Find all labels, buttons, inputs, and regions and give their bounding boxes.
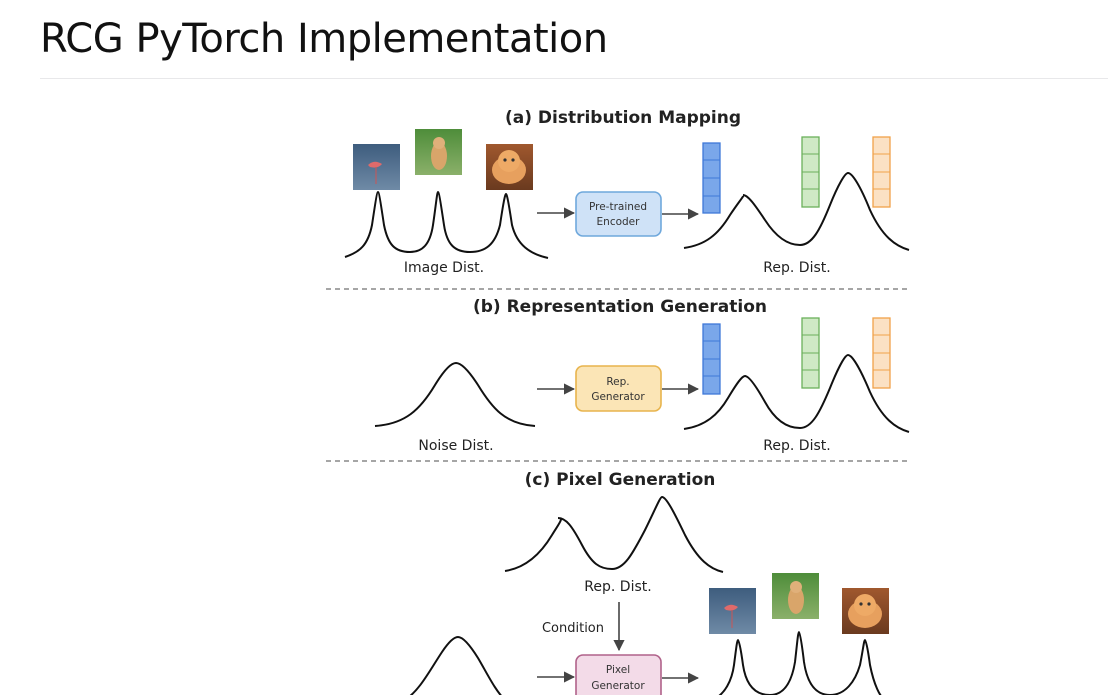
rep-distribution-curve-a [683,171,910,251]
rep-vector-orange [872,136,891,208]
rep-dist-label-b: Rep. Dist. [763,438,830,454]
thumbnail-flamingo [353,144,400,190]
rep-distribution-curve-b [683,353,910,433]
noise-distribution-curve [374,361,536,427]
rep-dist-label-c: Rep. Dist. [584,579,651,595]
svg-text:Generator: Generator [591,391,645,403]
rep-vector-green [801,136,820,208]
rep-dist-label-a: Rep. Dist. [763,260,830,276]
svg-text:Generator: Generator [591,680,645,692]
generated-image-distribution-curve [718,630,882,695]
rep-vector-blue-b [702,323,721,395]
svg-text:Encoder: Encoder [597,216,641,228]
svg-text:Pixel: Pixel [606,664,630,676]
svg-text:Rep.: Rep. [606,376,629,388]
generated-thumbnail-flamingo [709,588,756,634]
panel-b-heading: (b) Representation Generation [473,297,767,317]
rep-distribution-curve-c [504,495,724,573]
pretrained-encoder-box: Pre-trained Encoder [575,191,662,237]
svg-text:Pre-trained: Pre-trained [589,201,647,213]
thumbnail-kitten [486,144,533,190]
condition-label: Condition [542,621,604,636]
thumbnail-cat-standing [415,129,462,175]
rep-vector-green-b [801,317,820,389]
rep-generator-box: Rep. Generator [575,365,662,412]
title-divider [40,78,1108,79]
rep-vector-blue [702,142,721,214]
noise-dist-label: Noise Dist. [418,438,493,454]
image-distribution-curve [344,190,549,259]
panel-a-heading: (a) Distribution Mapping [505,108,741,128]
panel-c-heading: (c) Pixel Generation [525,470,716,490]
generated-thumbnail-cat-standing [772,573,819,619]
generated-thumbnail-kitten [842,588,889,634]
rep-vector-orange-b [872,317,891,389]
image-dist-label: Image Dist. [404,260,484,276]
noise-distribution-curve-c [409,635,502,695]
page-title: RCG PyTorch Implementation [40,16,608,62]
pixel-generator-box: Pixel Generator [575,654,662,695]
